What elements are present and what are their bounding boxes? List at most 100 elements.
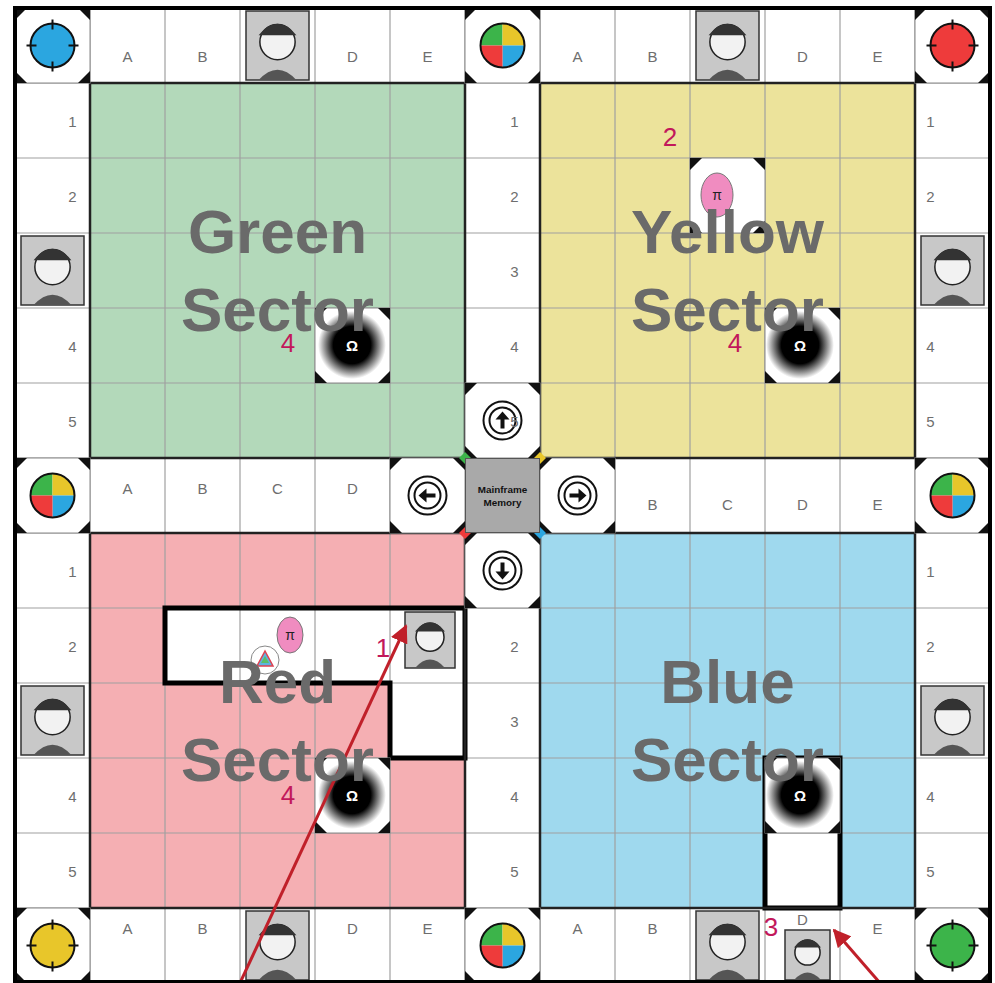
cell-corner — [765, 821, 777, 833]
sector-wall — [90, 533, 465, 908]
callout-number: 4 — [281, 328, 295, 359]
label-holder: B — [197, 479, 207, 496]
board-border — [15, 8, 990, 982]
grid-line — [15, 757, 990, 758]
cell-corner — [78, 458, 90, 470]
portrait-hair — [259, 24, 297, 35]
omega-symbol: Ω — [794, 337, 806, 354]
portrait-hair — [415, 622, 445, 631]
grid-coordinate: B — [197, 479, 207, 496]
label-holder: 2 — [663, 122, 677, 153]
omega-symbol: Ω — [346, 337, 358, 354]
grid-coordinate: 4 — [68, 787, 76, 804]
direction-arrow — [570, 489, 587, 503]
sector-region: Yellow Sector — [540, 83, 915, 458]
grid-coordinate: 4 — [68, 337, 76, 354]
corner-target — [931, 24, 975, 68]
grid-coordinate: 5 — [926, 862, 934, 879]
omega-symbol: Ω — [794, 787, 806, 804]
cell-corner — [378, 758, 390, 770]
label-holder: B — [647, 495, 657, 512]
portrait-body — [709, 970, 747, 980]
label-holder: 4 — [68, 787, 76, 804]
grid-coordinate: C — [272, 479, 283, 496]
label-holder: 4 — [281, 780, 295, 811]
grid-coordinate: 1 — [926, 112, 934, 129]
cell-corner — [78, 71, 90, 83]
label-holder: 3 — [764, 912, 778, 943]
cell-corner — [690, 158, 702, 170]
label-holder: π — [285, 627, 295, 643]
grid-coordinate: E — [872, 919, 882, 936]
grid-coordinate: B — [647, 919, 657, 936]
label-holder: 4 — [510, 337, 518, 354]
label-holder: 4 — [926, 787, 934, 804]
portrait-frame — [405, 612, 455, 668]
label-holder: Ω — [794, 787, 806, 804]
portrait-hair — [709, 24, 747, 35]
label-holder: 2 — [510, 637, 518, 654]
label-holder: 3 — [510, 712, 518, 729]
grid-coordinate: 3 — [510, 712, 518, 729]
special-cell — [15, 458, 90, 533]
grid-coordinate: 5 — [68, 412, 76, 429]
grid-coordinate: 1 — [510, 112, 518, 129]
cell-corner — [603, 521, 615, 533]
label-holder: 5 — [926, 412, 934, 429]
grid-coordinate: 1 — [68, 112, 76, 129]
hub-ring — [481, 924, 525, 968]
callout-number: 4 — [281, 780, 295, 811]
sector-fill — [90, 533, 465, 908]
target-tick — [927, 945, 937, 947]
sector-name: Green Sector — [158, 83, 398, 349]
pi-symbol: π — [285, 627, 295, 643]
label-holder: 5 — [510, 862, 518, 879]
hub-ring — [31, 474, 75, 518]
target-tick — [69, 45, 79, 47]
grid-coordinate: 1 — [68, 562, 76, 579]
cell-corner — [528, 908, 540, 920]
special-cell — [915, 908, 990, 983]
portrait-hair — [794, 939, 821, 947]
grid-line — [239, 8, 240, 983]
grid-coordinate: 5 — [68, 862, 76, 879]
special-cell — [540, 458, 615, 533]
special-cell — [465, 533, 540, 608]
cell-corner — [915, 71, 927, 83]
grid-coordinate: A — [122, 919, 132, 936]
label-holder: D — [347, 47, 358, 64]
arrow-pad — [559, 477, 597, 515]
sector-name: Yellow Sector — [608, 83, 848, 349]
cell-corner — [828, 308, 840, 320]
arrow-pad — [484, 402, 522, 440]
grid-coordinate: C — [722, 495, 733, 512]
label-holder: A — [122, 919, 132, 936]
grid-coordinate: 5 — [510, 412, 518, 429]
label-holder: 5 — [68, 862, 76, 879]
grid-coordinate: 5 — [926, 412, 934, 429]
special-cell — [15, 908, 90, 983]
portrait-hair — [934, 699, 972, 710]
grid-coordinate: A — [122, 47, 132, 64]
grid-coordinate: B — [197, 47, 207, 64]
special-cell — [915, 8, 990, 83]
special-cell — [465, 383, 540, 458]
target-tick — [969, 45, 979, 47]
portrait-body — [259, 70, 297, 80]
arrow-pad-inner — [490, 558, 516, 584]
cell-corner — [915, 458, 927, 470]
label-holder: 2 — [68, 637, 76, 654]
arrow-pad — [484, 552, 522, 590]
label-holder: E — [872, 495, 882, 512]
label-holder: C — [272, 479, 283, 496]
cell-corner — [765, 371, 777, 383]
grid-coordinate: A — [122, 479, 132, 496]
grid-coordinate: B — [647, 495, 657, 512]
target-tick — [52, 62, 54, 72]
portrait-frame — [696, 911, 759, 980]
cell-corner — [465, 596, 477, 608]
label-holder: π — [712, 187, 722, 203]
grid-coordinate: D — [347, 919, 358, 936]
label-holder: D — [347, 919, 358, 936]
cell-corner — [465, 383, 477, 395]
